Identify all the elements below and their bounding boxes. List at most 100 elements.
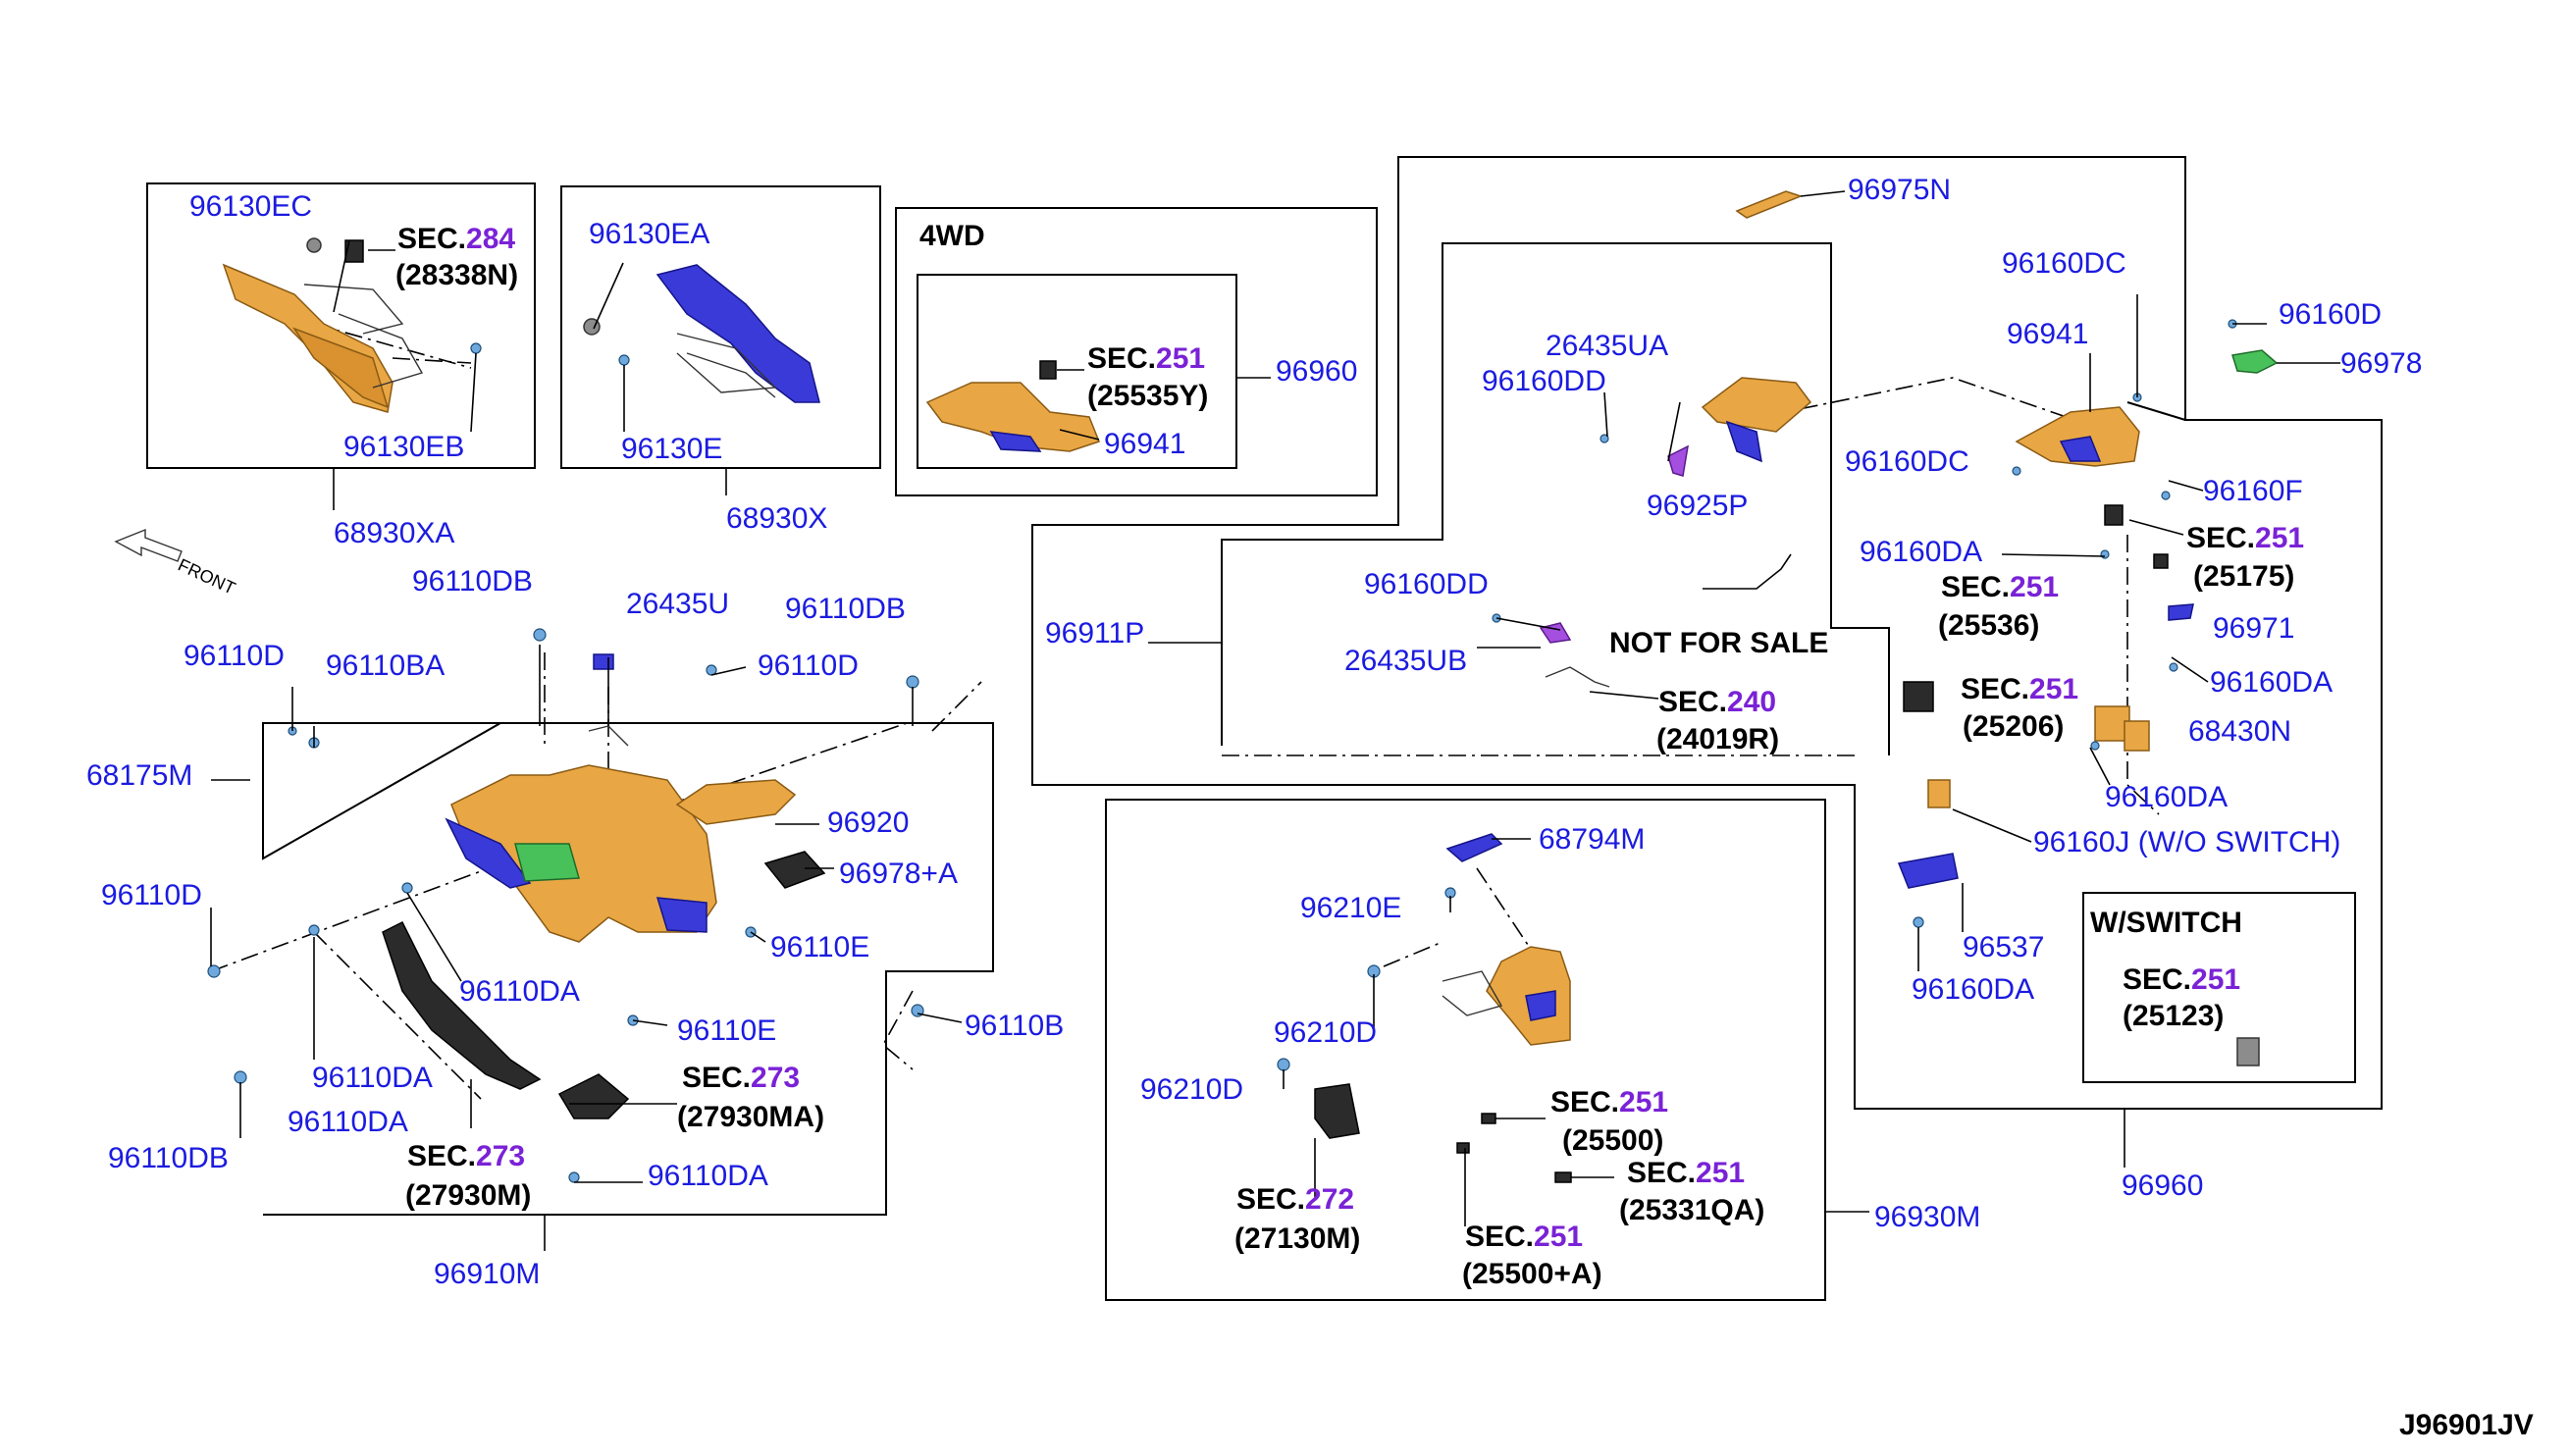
sec-ref-273-27930MA: SEC.273 (27930MA) [677, 1062, 824, 1133]
label-96110DA-d: 96110DA [648, 1160, 768, 1192]
label-96537: 96537 [1963, 931, 2044, 963]
label-96920: 96920 [827, 806, 909, 839]
label-96978: 96978 [2340, 347, 2422, 380]
label-96110E-b: 96110E [677, 1014, 776, 1047]
dashline-96930M-b [1383, 941, 1443, 967]
dashline-lower [881, 990, 914, 1070]
svg-text:SEC.273: SEC.273 [407, 1140, 525, 1172]
box-wswitch-title: W/SWITCH [2090, 907, 2242, 939]
sec-ref-251-25535Y: SEC.251 (25535Y) [1087, 342, 1208, 412]
label-96160DA-a: 96160DA [1860, 536, 1982, 568]
label-96941: 96941 [2007, 318, 2088, 350]
label-68930X: 68930X [726, 502, 827, 535]
svg-text:(25500+A): (25500+A) [1462, 1258, 1602, 1290]
label-68430N: 68430N [2188, 715, 2291, 748]
sec-ref-251-25331QA: SEC.251 (25331QA) [1619, 1157, 1764, 1226]
label-96160DC-a: 96160DC [2002, 247, 2126, 280]
label-26435UA: 26435UA [1546, 330, 1668, 362]
label-96160DA-d: 96160DA [1912, 973, 2034, 1006]
label-96130EC: 96130EC [189, 190, 312, 223]
svg-text:SEC.272: SEC.272 [1236, 1183, 1354, 1216]
label-96160DA-c: 96160DA [2105, 781, 2228, 813]
label-96971: 96971 [2213, 612, 2294, 645]
finisher-96941-illustration [2015, 349, 2279, 569]
dashline-96110DA [313, 931, 482, 1100]
outline-96910M [262, 722, 994, 1216]
svg-text:(25331QA): (25331QA) [1619, 1194, 1764, 1226]
dashline-upper-right [1736, 377, 2081, 423]
dashline-rear-b [392, 357, 472, 364]
sec-ref-251-25500A: SEC.251 (25500+A) [1462, 1221, 1602, 1290]
label-26435U: 26435U [626, 588, 729, 620]
label-96110B: 96110B [965, 1010, 1064, 1042]
label-96960-4wd: 96960 [1276, 355, 1357, 388]
svg-text:SEC.251: SEC.251 [2186, 522, 2304, 554]
label-96210E: 96210E [1300, 892, 1401, 924]
label-96910M: 96910M [434, 1258, 540, 1290]
finisher-96925P-illustration [1600, 377, 1812, 477]
sec-ref-251-25175: SEC.251 (25175) [2186, 522, 2304, 593]
front-arrow: FRONT [114, 528, 238, 598]
outline-inner-96911P [1221, 242, 1890, 755]
label-96110D-b: 96110D [758, 650, 859, 682]
label-96160J: 96160J (W/O SWITCH) [2033, 826, 2340, 858]
sec-ref-272: SEC.272 (27130M) [1234, 1183, 1360, 1255]
harness-illustration [1539, 553, 1792, 688]
svg-text:(27130M): (27130M) [1234, 1222, 1360, 1255]
label-96110E-a: 96110E [770, 931, 869, 963]
label-96941-4wd: 96941 [1104, 428, 1185, 460]
svg-text:SEC.284: SEC.284 [397, 223, 515, 255]
sec-ref-251-25536: SEC.251 (25536) [1938, 571, 2059, 642]
svg-text:SEC.251: SEC.251 [1941, 571, 2059, 603]
svg-text:SEC.251: SEC.251 [1961, 673, 2078, 705]
svg-text:SEC.251: SEC.251 [1465, 1221, 1583, 1253]
label-96130EB: 96130EB [343, 431, 464, 463]
sec-ref-251-25500: SEC.251 (25500) [1550, 1086, 1668, 1157]
box-96930M [1105, 799, 1826, 1301]
label-96110DA-b: 96110DA [312, 1062, 433, 1094]
label-96160D: 96160D [2279, 298, 2382, 331]
svg-text:(25535Y): (25535Y) [1087, 380, 1208, 412]
trim-68930X-illustration [583, 264, 820, 403]
box-wswitch [2082, 892, 2356, 1083]
label-96110D-a: 96110D [184, 640, 285, 672]
dashline-rear [313, 323, 472, 369]
svg-text:SEC.240: SEC.240 [1658, 686, 1776, 718]
svg-text:(27930MA): (27930MA) [677, 1101, 824, 1133]
svg-text:(25206): (25206) [1963, 710, 2064, 743]
svg-text:(24019R): (24019R) [1656, 723, 1779, 755]
label-96110DA-c: 96110DA [288, 1106, 408, 1138]
label-96130E: 96130E [621, 433, 722, 465]
not-for-sale-note: NOT FOR SALE [1609, 627, 1828, 659]
label-96110D-c: 96110D [101, 879, 202, 911]
svg-text:SEC.251: SEC.251 [1087, 342, 1205, 375]
label-96160F: 96160F [2203, 475, 2303, 507]
label-96960: 96960 [2122, 1170, 2203, 1202]
label-96110DB-b: 96110DB [785, 593, 906, 625]
label-96978A: 96978+A [839, 858, 958, 890]
svg-text:SEC.251: SEC.251 [2123, 963, 2240, 996]
label-96130EA: 96130EA [589, 218, 709, 250]
box-4wd [895, 207, 1378, 496]
sec-ref-251-25123: SEC.251 (25123) [2123, 963, 2240, 1032]
label-96925P: 96925P [1647, 490, 1748, 522]
sec-ref-273-27930M: SEC.273 (27930M) [405, 1140, 531, 1212]
switch-parts-illustration [1897, 603, 2260, 1066]
dashline-console-2 [931, 681, 982, 732]
sec-ref-251-25206: SEC.251 (25206) [1961, 673, 2078, 743]
sec-ref-240: SEC.240 (24019R) [1656, 686, 1779, 755]
finisher-96930M-illustration [1314, 833, 1572, 1183]
svg-text:(25500): (25500) [1562, 1124, 1663, 1157]
front-label: FRONT [175, 554, 238, 598]
sec-ref-284: SEC.284 (28338N) [395, 223, 518, 291]
label-26435UB: 26435UB [1344, 645, 1467, 677]
outline-step [2126, 401, 2186, 421]
box-4wd-title: 4WD [919, 220, 985, 252]
leader-lines [210, 190, 2340, 1251]
svg-text:SEC.251: SEC.251 [1550, 1086, 1668, 1118]
finisher-4wd-illustration [925, 360, 1100, 452]
label-96160DD-b: 96160DD [1364, 568, 1489, 600]
svg-text:SEC.251: SEC.251 [1627, 1157, 1745, 1189]
diagram-id: J96901JV [2399, 1409, 2534, 1441]
